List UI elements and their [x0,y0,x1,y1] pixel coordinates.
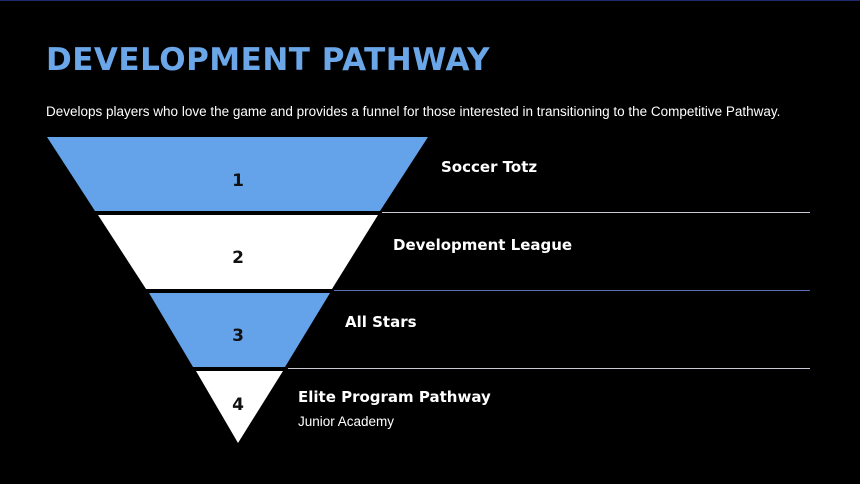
stage-3-number: 3 [232,326,244,346]
stage-4-number: 4 [232,395,244,415]
top-rule [0,0,860,1]
stage-3-label: All Stars [345,313,417,331]
funnel-segment-3 [149,293,330,367]
divider-2 [334,290,810,291]
stage-1-number: 1 [232,171,244,191]
stage-2-label: Development League [393,236,573,254]
page-subtitle: Develops players who love the game and p… [46,104,781,119]
stage-2-number: 2 [232,248,244,268]
funnel-segment-1 [47,137,428,211]
funnel-segment-2 [98,215,378,289]
divider-1 [382,212,810,213]
page-title: DEVELOPMENT PATHWAY [46,42,491,78]
stage-1-label: Soccer Totz [441,158,538,176]
stage-4-label: Elite Program Pathway [298,388,491,406]
divider-3 [288,368,810,369]
stage-4-sublabel: Junior Academy [298,414,395,429]
funnel-segment-4 [196,371,283,443]
